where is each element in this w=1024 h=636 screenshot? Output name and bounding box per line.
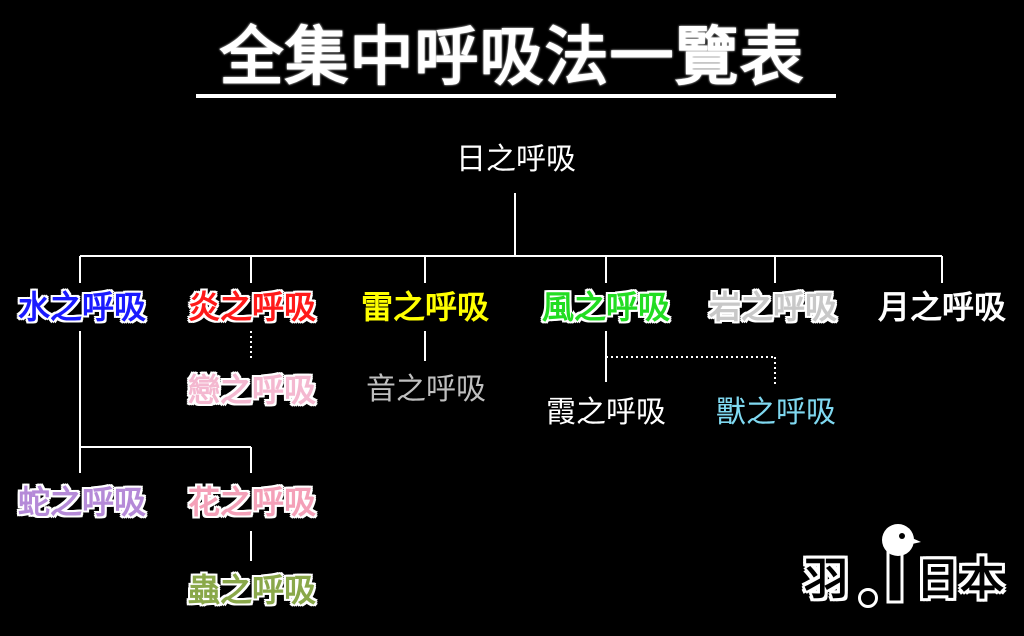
node-insect-breathing: 蟲之呼吸 xyxy=(187,571,316,609)
bird-icon xyxy=(874,520,922,604)
chart-title: 全集中呼吸法一覽表 xyxy=(219,21,805,95)
node-stone-breathing: 岩之呼吸 xyxy=(708,288,837,326)
logo-text-right: 日本 xyxy=(916,554,1004,605)
node-sound-breathing: 音之呼吸 xyxy=(366,372,486,407)
node-beast-breathing: 獸之呼吸 xyxy=(716,395,836,430)
node-moon-breathing: 月之呼吸 xyxy=(877,288,1006,326)
node-serpent-breathing: 蛇之呼吸 xyxy=(17,483,146,521)
logo-dot xyxy=(858,588,878,608)
node-sun-breathing: 日之呼吸 xyxy=(456,142,576,177)
node-wind-breathing: 風之呼吸 xyxy=(541,288,670,326)
node-mist-breathing: 霞之呼吸 xyxy=(546,395,666,430)
node-thunder-breathing: 雷之呼吸 xyxy=(360,288,489,326)
node-flower-breathing: 花之呼吸 xyxy=(187,483,316,521)
node-flame-breathing: 炎之呼吸 xyxy=(187,288,316,326)
node-love-breathing: 戀之呼吸 xyxy=(187,371,316,409)
node-water-breathing: 水之呼吸 xyxy=(17,288,146,326)
site-logo: 羽 日本 xyxy=(798,520,1014,620)
logo-text-left: 羽 xyxy=(804,554,848,605)
title-underline xyxy=(196,94,836,98)
